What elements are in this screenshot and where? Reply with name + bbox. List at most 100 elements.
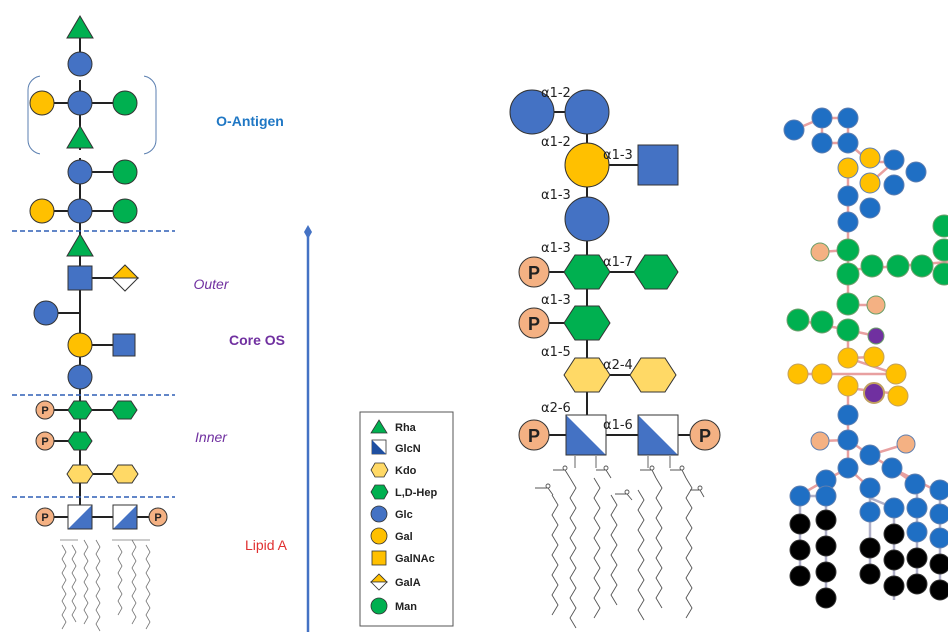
cg-tail-bead: [859, 563, 881, 585]
cg-bead: [932, 214, 948, 238]
cg-bead: [811, 363, 833, 385]
phosphate-label: P: [699, 426, 711, 446]
cg-bead: [787, 363, 809, 385]
cg-bead: [881, 457, 903, 479]
phosphate-icon: [148, 507, 168, 527]
kdo-hexagon-icon: [563, 357, 611, 393]
inner-core-label: Inner: [195, 429, 228, 445]
rha-triangle-icon: [66, 233, 94, 257]
glcn-half-square-icon: [638, 415, 678, 455]
cg-bead: [811, 132, 833, 154]
cg-tail-bead: [929, 553, 948, 575]
cg-bead: [837, 347, 859, 369]
cg-bead: [837, 404, 859, 426]
cg-tail-bead: [906, 573, 928, 595]
linkage-label: α2-4: [603, 358, 633, 373]
cg-bead: [811, 107, 833, 129]
linkage-label: α1-2: [541, 86, 571, 101]
glc-circle-icon: [509, 89, 555, 135]
legend-item-label: Man: [395, 601, 417, 613]
lipid-a-acyl-chains: [535, 456, 705, 629]
cg-tail-bead: [815, 587, 837, 609]
cg-bead: [860, 254, 884, 278]
cg-bead: [837, 107, 859, 129]
cg-tail-bead: [859, 537, 881, 559]
glc-circle-icon: [564, 196, 610, 242]
cg-bead: [837, 211, 859, 233]
lipid-a-label: Lipid A: [245, 537, 288, 553]
o-antigen-repeat-bracket: [27, 75, 157, 155]
cg-bead: [910, 254, 934, 278]
cg-bead: [810, 431, 830, 451]
glc-circle-icon: [67, 364, 93, 390]
glc-circle-icon: [67, 198, 93, 224]
left-schematic: P P P P: [12, 15, 175, 632]
phosphate-icon: [35, 431, 55, 451]
cg-bead: [783, 119, 805, 141]
cg-bead: [837, 157, 859, 179]
kdo-hexagon-icon: [370, 462, 389, 478]
cg-bead: [863, 346, 885, 368]
cg-bead: [786, 308, 810, 332]
glc-circle-icon: [67, 159, 93, 185]
galnac-square-icon: [112, 333, 136, 357]
legend-item-label: Glc: [395, 509, 413, 521]
kdo-hexagon-icon: [111, 464, 139, 484]
cg-bead: [859, 147, 881, 169]
hep-hexagon-icon: [563, 254, 611, 290]
glc-circle-icon: [370, 505, 388, 523]
linkage-label: α1-7: [603, 255, 633, 270]
linkage-label: α2-6: [541, 401, 571, 416]
hep-hexagon-icon: [633, 254, 679, 290]
man-circle-icon: [112, 159, 138, 185]
cg-tail-bead: [789, 539, 811, 561]
cg-tail-bead: [883, 549, 905, 571]
cg-bead: [859, 444, 881, 466]
glcn-half-square-icon: [372, 440, 386, 454]
o-antigen-label: O-Antigen: [216, 113, 284, 129]
cg-bead: [883, 149, 905, 171]
glc-circle-icon: [33, 300, 59, 326]
phosphate-label: P: [528, 426, 540, 446]
glc-circle-icon: [564, 89, 610, 135]
cg-bead: [883, 174, 905, 196]
cg-tail-bead: [815, 561, 837, 583]
gal-circle-icon: [29, 90, 55, 116]
cg-bead: [836, 318, 860, 342]
man-circle-icon: [370, 597, 388, 615]
cg-tail-bead: [789, 513, 811, 535]
cg-tail-bead: [815, 509, 837, 531]
cg-bead: [929, 503, 948, 525]
linkage-label: α1-3: [603, 148, 633, 163]
cg-bead: [932, 262, 948, 286]
phosphate-label: P: [41, 436, 48, 448]
phosphate-label: P: [41, 512, 48, 524]
cg-bead: [929, 527, 948, 549]
cg-bead: [867, 327, 885, 345]
gal-circle-icon: [564, 142, 610, 188]
gal-circle-icon: [29, 198, 55, 224]
linkage-label: α1-3: [541, 293, 571, 308]
cg-bead: [815, 485, 837, 507]
cg-bead: [905, 161, 927, 183]
gal-circle-icon: [370, 527, 388, 545]
linkage-label: α1-3: [541, 188, 571, 203]
cg-tail-bead: [883, 575, 905, 597]
glcn-half-square-icon: [566, 415, 606, 455]
hep-hexagon-icon: [67, 431, 93, 451]
cg-tail-bead: [906, 547, 928, 569]
cg-tail-bead: [883, 523, 905, 545]
legend-item-label: GalA: [395, 577, 421, 589]
cg-bead: [810, 310, 834, 334]
rha-triangle-icon: [66, 15, 94, 39]
cg-bead: [863, 382, 885, 404]
phosphate-label: P: [154, 512, 161, 524]
phosphate-label: P: [41, 405, 48, 417]
legend-item-label: Rha: [395, 422, 417, 434]
phosphate-icon: [518, 419, 550, 451]
cg-bead: [859, 197, 881, 219]
cg-bead: [836, 238, 860, 262]
cg-tail-bead: [815, 535, 837, 557]
phosphate-icon: [518, 307, 550, 339]
man-circle-icon: [112, 90, 138, 116]
